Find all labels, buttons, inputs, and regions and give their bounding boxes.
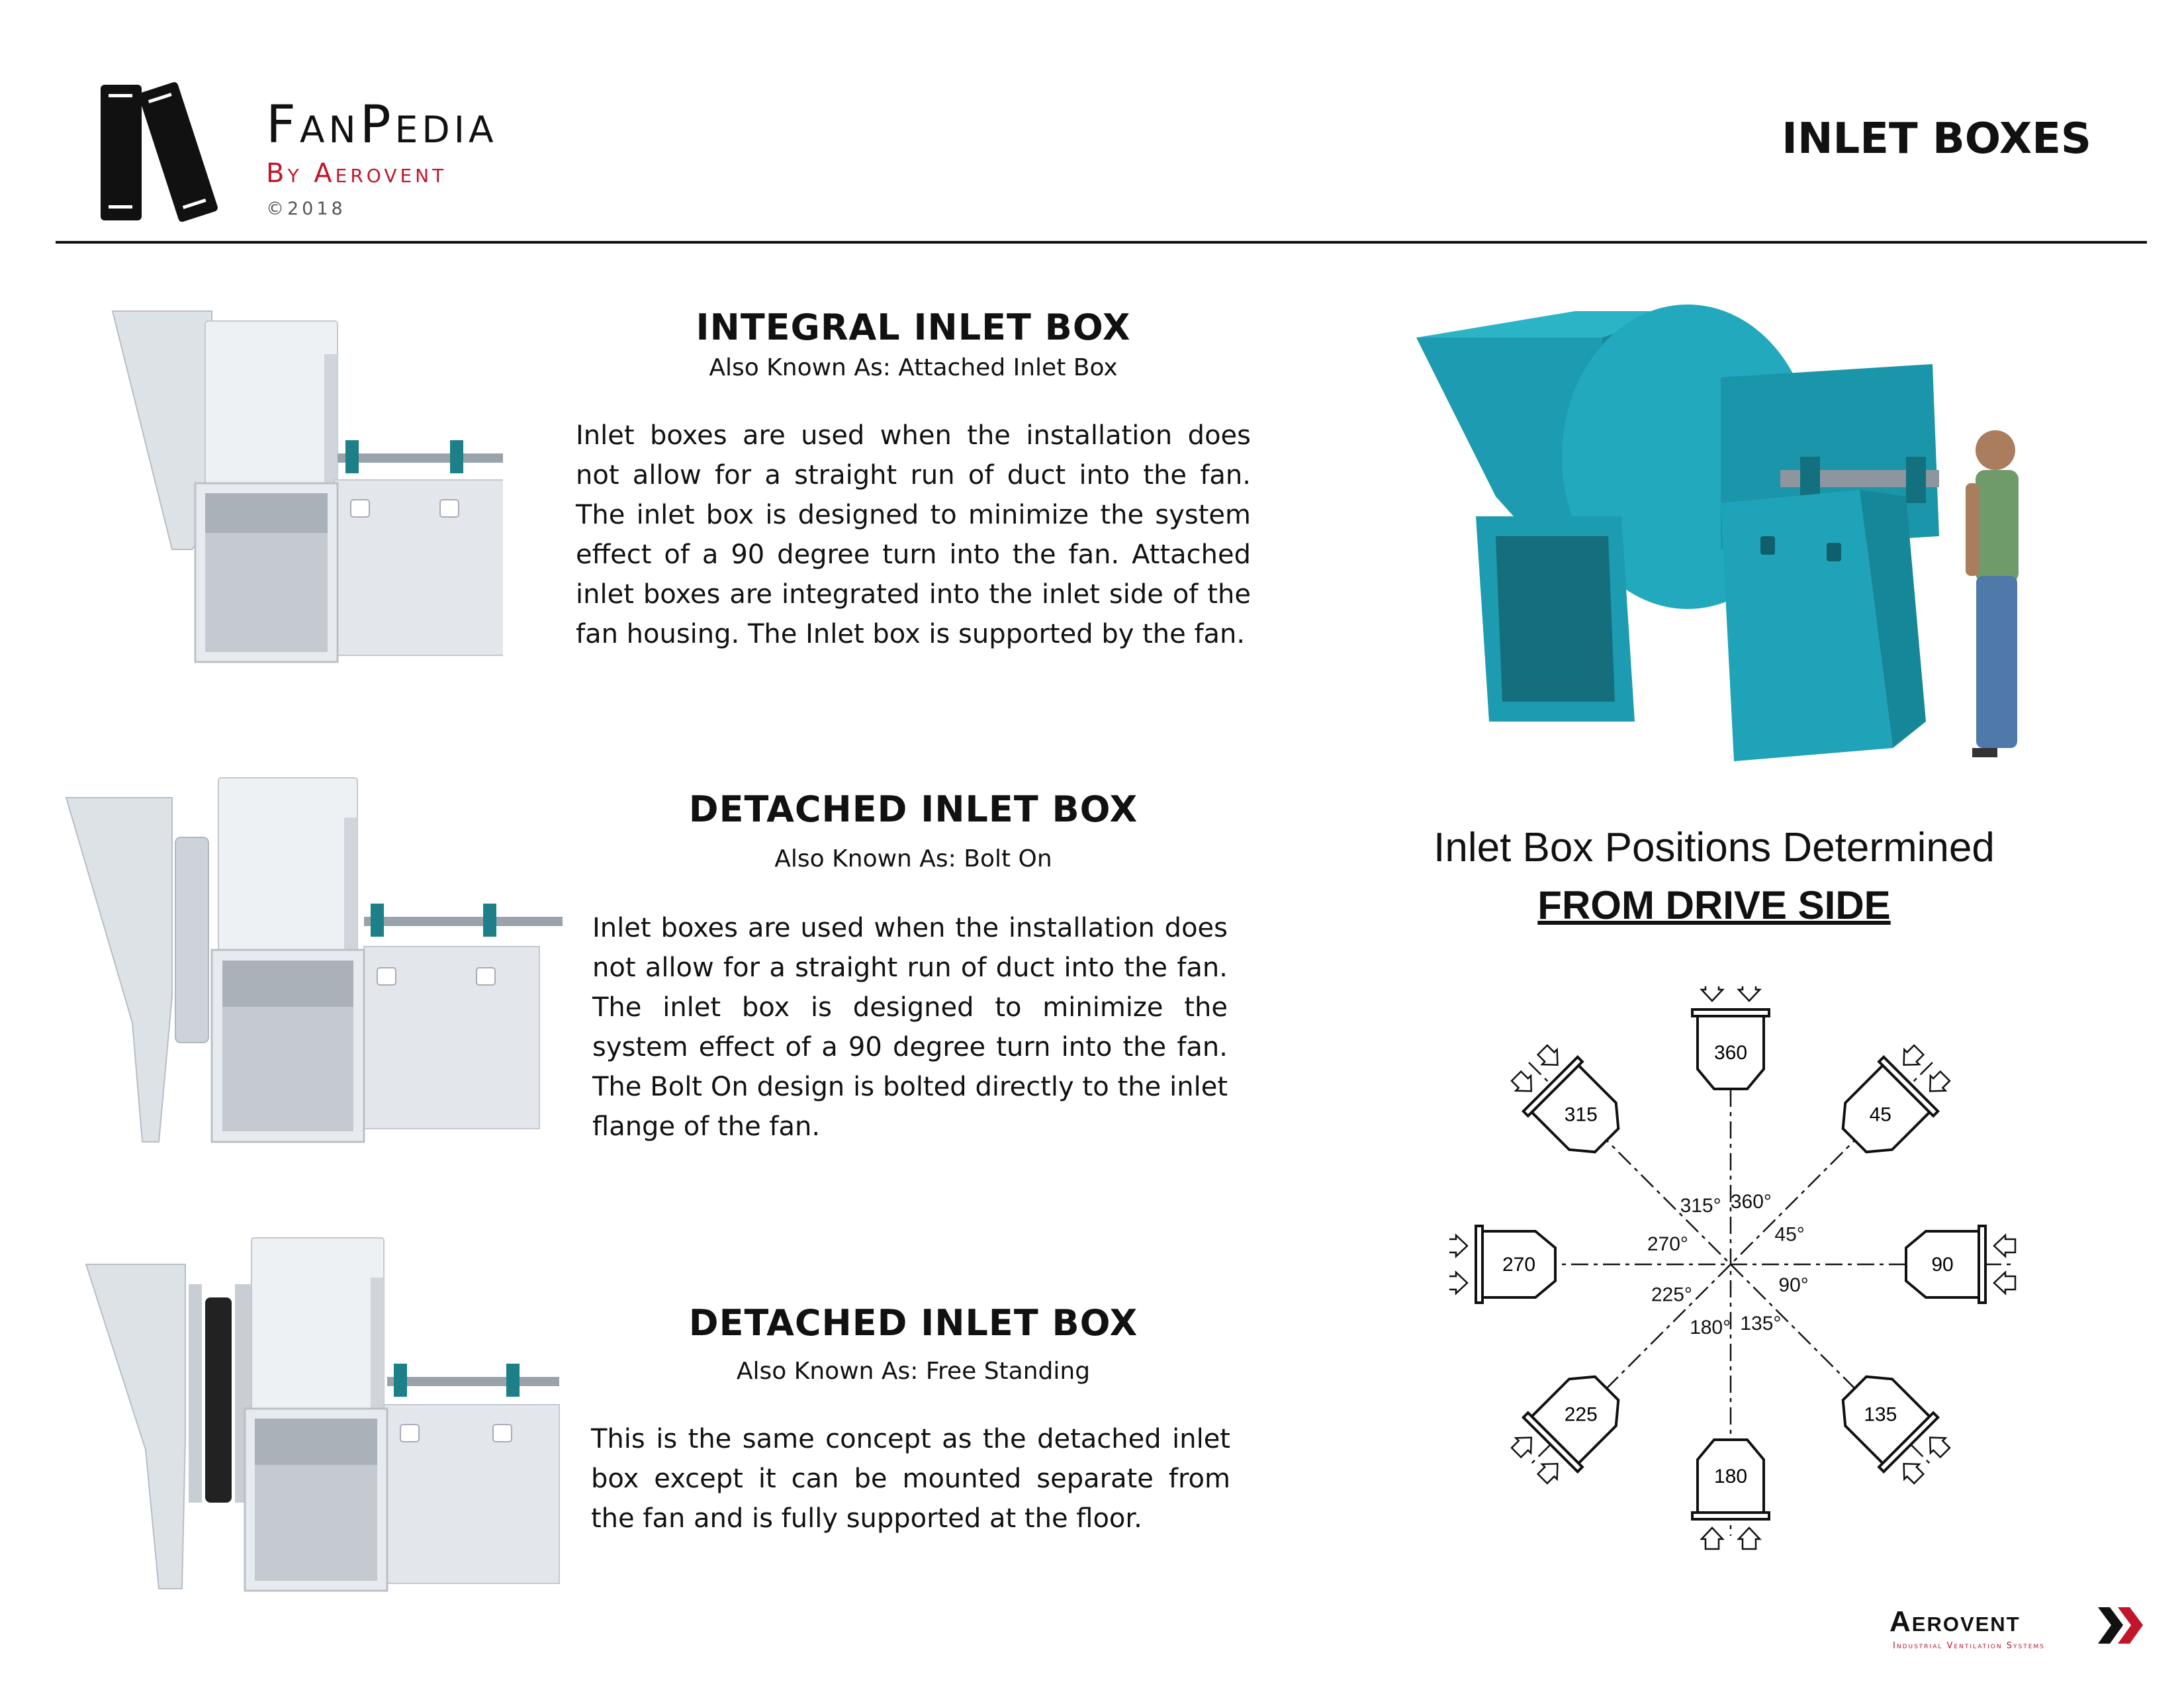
section-2-title: DETACHED INLET BOX [688, 788, 1138, 830]
section-1-title: INTEGRAL INLET BOX [696, 306, 1131, 348]
header-divider [56, 241, 2147, 244]
inlet-box-positions-diagram: 360 45 90 135 180 225 270 315 360°45° 90° 135° 180… [1449, 986, 2017, 1550]
angle-label: 90° [1778, 1274, 1808, 1296]
inlet-box-label: 225 [1565, 1403, 1598, 1425]
footer-company-name: Aerovent [1889, 1605, 2021, 1638]
angle-label: 225° [1651, 1284, 1692, 1305]
inlet-box-label: 90 [1931, 1254, 1953, 1276]
section-3-body: This is the same concept as the detached… [591, 1424, 1230, 1534]
inlet-box-position-270: 270 [1449, 1225, 1557, 1304]
inlet-box-label: 360 [1714, 1042, 1747, 1064]
footer-tagline: Industrial Ventilation Systems [1893, 1641, 2045, 1651]
angle-label: 45° [1774, 1224, 1804, 1246]
integral-inlet-box-fan-illustration [111, 310, 503, 663]
aerovent-chevrons-icon [2098, 1607, 2143, 1644]
section-2-body: Inlet boxes are used when the installati… [592, 913, 1228, 1142]
inlet-box-label: 45 [1870, 1104, 1891, 1126]
inlet-box-position-45: 45 [1841, 1044, 1951, 1154]
section-1-body: Inlet boxes are used when the installati… [576, 420, 1251, 649]
section-1-aka: Also Known As: Attached Inlet Box [709, 354, 1118, 381]
positions-heading: Inlet Box Positions Determined [1433, 825, 1995, 870]
inlet-box-label: 315 [1565, 1104, 1598, 1126]
section-2-aka: Also Known As: Bolt On [774, 845, 1052, 872]
inlet-box-position-180: 180 [1691, 1438, 1770, 1550]
inlet-box-label: 135 [1864, 1403, 1897, 1425]
angle-label: 180° [1690, 1317, 1731, 1338]
inlet-box-position-90: 90 [1905, 1225, 2017, 1304]
teal-fan-with-person-illustration [1416, 305, 2019, 761]
section-3-title: DETACHED INLET BOX [688, 1302, 1138, 1344]
angle-label: 135° [1740, 1313, 1781, 1335]
inlet-box-position-360: 360 [1691, 986, 1770, 1090]
brand-byline: By Aerovent [266, 158, 447, 189]
fanpedia-books-logo-icon [101, 82, 218, 222]
inlet-box-label: 180 [1714, 1466, 1747, 1487]
inlet-box-position-315: 315 [1510, 1044, 1620, 1154]
inlet-box-label: 270 [1502, 1254, 1535, 1276]
inlet-box-position-135: 135 [1841, 1375, 1951, 1485]
angle-label: 315° [1680, 1195, 1721, 1217]
positions-heading-emphasis: FROM DRIVE SIDE [1537, 883, 1891, 927]
page-title: INLET BOXES [1782, 115, 2091, 164]
free-standing-inlet-box-fan-illustration [85, 1237, 560, 1592]
brand-name: FanPedia [266, 95, 498, 155]
angle-label: 360° [1731, 1191, 1772, 1213]
copyright: ©2018 [266, 199, 346, 219]
section-3-aka: Also Known As: Free Standing [736, 1358, 1091, 1385]
angle-label: 270° [1647, 1233, 1688, 1255]
bolt-on-inlet-box-fan-illustration [65, 777, 563, 1143]
person-figure [1966, 430, 2019, 757]
inlet-box-position-225: 225 [1510, 1375, 1620, 1485]
